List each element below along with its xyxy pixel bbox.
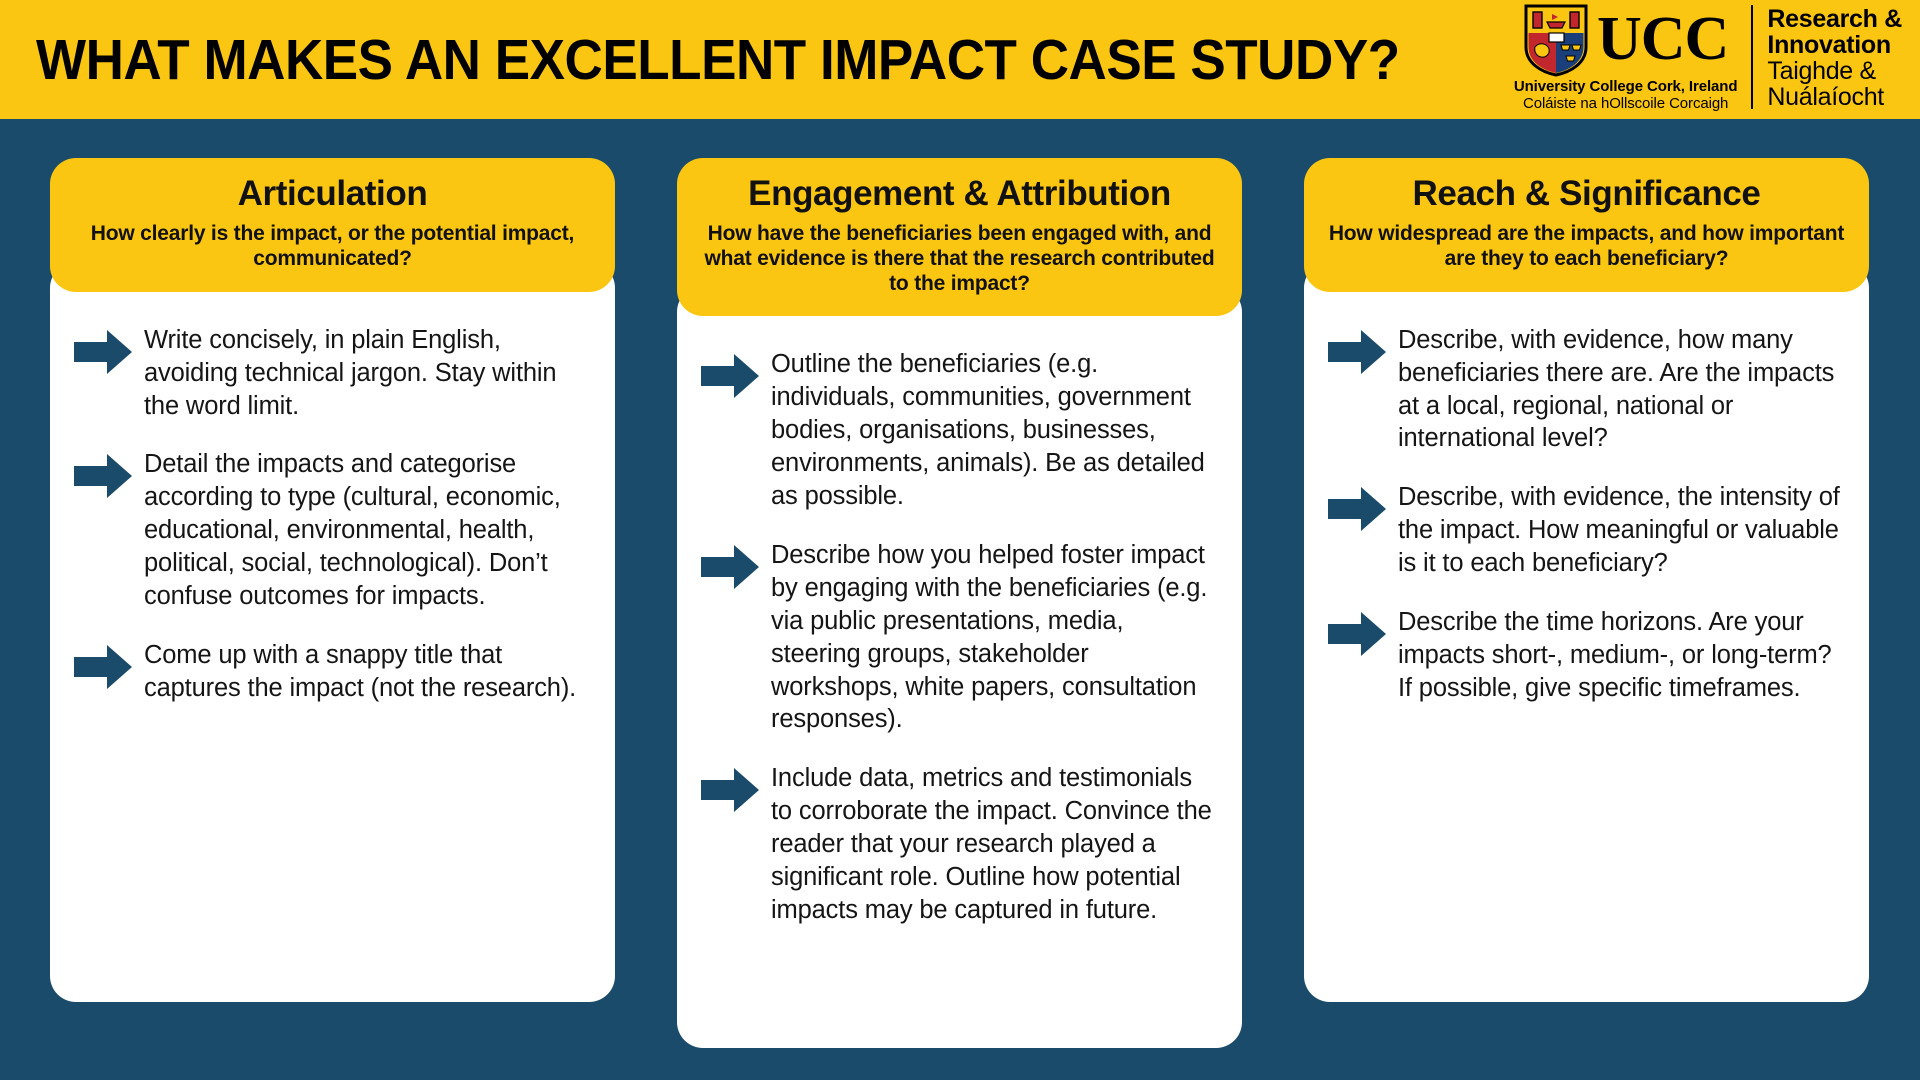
list-item: Describe, with evidence, how many benefi… bbox=[1328, 324, 1845, 456]
list-item-text: Come up with a snappy title that capture… bbox=[144, 640, 577, 702]
arrow-right-icon bbox=[701, 768, 759, 813]
card-subtitle: How clearly is the impact, or the potent… bbox=[90, 222, 575, 270]
list-item-text: Detail the impacts and categorise accord… bbox=[144, 450, 561, 610]
list-item-text: Describe, with evidence, how many benefi… bbox=[1398, 325, 1835, 453]
list-item: Outline the beneficiaries (e.g. individu… bbox=[701, 348, 1218, 512]
page-title: WHAT MAKES AN EXCELLENT IMPACT CASE STUD… bbox=[36, 27, 1400, 92]
card-header: Articulation How clearly is the impact, … bbox=[50, 158, 615, 292]
card-header: Reach & Significance How widespread are … bbox=[1304, 158, 1869, 292]
list-item-text: Include data, metrics and testimonials t… bbox=[771, 764, 1212, 924]
arrow-right-icon bbox=[1328, 329, 1386, 374]
card-title: Engagement & Attribution bbox=[748, 174, 1171, 213]
list-item-text: Describe the time horizons. Are your imp… bbox=[1398, 607, 1832, 702]
arrow-right-icon bbox=[1328, 611, 1386, 656]
header-banner: WHAT MAKES AN EXCELLENT IMPACT CASE STUD… bbox=[0, 0, 1920, 123]
list-item-text: Outline the beneficiaries (e.g. individu… bbox=[771, 350, 1205, 511]
list-item: Describe, with evidence, the intensity o… bbox=[1328, 481, 1845, 580]
criteria-card-engagement-attribution: Engagement & Attribution How have the be… bbox=[677, 158, 1242, 1049]
list-item: Describe how you helped foster impact by… bbox=[701, 539, 1218, 736]
list-item: Write concisely, in plain English, avoid… bbox=[74, 324, 591, 423]
ucc-crest-icon bbox=[1523, 3, 1589, 77]
unit-en-line2: Innovation bbox=[1767, 30, 1891, 59]
card-body: Outline the beneficiaries (e.g. individu… bbox=[677, 286, 1242, 1049]
institution-name-en: University College Cork, Ireland bbox=[1513, 78, 1738, 95]
list-item: Detail the impacts and categorise accord… bbox=[74, 448, 591, 612]
ucc-logo: UCC University College Cork, Ireland Col… bbox=[1514, 3, 1902, 115]
arrow-right-icon bbox=[701, 354, 759, 399]
list-item: Come up with a snappy title that capture… bbox=[74, 639, 591, 705]
arrow-right-icon bbox=[1328, 487, 1386, 532]
list-item-text: Write concisely, in plain English, avoid… bbox=[144, 325, 557, 420]
list-item-text: Describe, with evidence, the intensity o… bbox=[1398, 483, 1840, 578]
arrow-right-icon bbox=[74, 454, 132, 499]
institution-name-ga: Coláiste na hOllscoile Corcaigh bbox=[1522, 95, 1729, 112]
logo-divider bbox=[1751, 5, 1754, 109]
unit-ga-line2: Nuálaíocht bbox=[1767, 83, 1884, 111]
card-title: Reach & Significance bbox=[1412, 174, 1761, 213]
list-item: Include data, metrics and testimonials t… bbox=[701, 762, 1218, 926]
card-body: Describe, with evidence, how many benefi… bbox=[1304, 261, 1869, 1002]
arrow-right-icon bbox=[701, 544, 759, 589]
criteria-card-articulation: Articulation How clearly is the impact, … bbox=[50, 158, 615, 1048]
list-item: Describe the time horizons. Are your imp… bbox=[1328, 606, 1845, 705]
criteria-card-list: Articulation How clearly is the impact, … bbox=[50, 158, 1870, 1049]
logo-unit: Research & Innovation Taighde & Nuálaíoc… bbox=[1767, 3, 1902, 110]
criteria-card-reach-significance: Reach & Significance How widespread are … bbox=[1304, 158, 1869, 1048]
card-header: Engagement & Attribution How have the be… bbox=[677, 158, 1242, 317]
arrow-right-icon bbox=[74, 644, 132, 689]
card-title: Articulation bbox=[237, 174, 428, 213]
card-subtitle: How widespread are the impacts, and how … bbox=[1328, 222, 1845, 270]
card-subtitle: How have the beneficiaries been engaged … bbox=[704, 222, 1215, 295]
arrow-right-icon bbox=[74, 329, 132, 374]
unit-en-line1: Research & bbox=[1767, 5, 1902, 33]
list-item-text: Describe how you helped foster impact by… bbox=[771, 540, 1208, 734]
ucc-wordmark: UCC bbox=[1596, 5, 1729, 74]
card-body: Write concisely, in plain English, avoid… bbox=[50, 261, 615, 1002]
unit-ga-line1: Taighde & bbox=[1767, 57, 1876, 85]
logo-primary: UCC University College Cork, Ireland Col… bbox=[1514, 3, 1752, 112]
